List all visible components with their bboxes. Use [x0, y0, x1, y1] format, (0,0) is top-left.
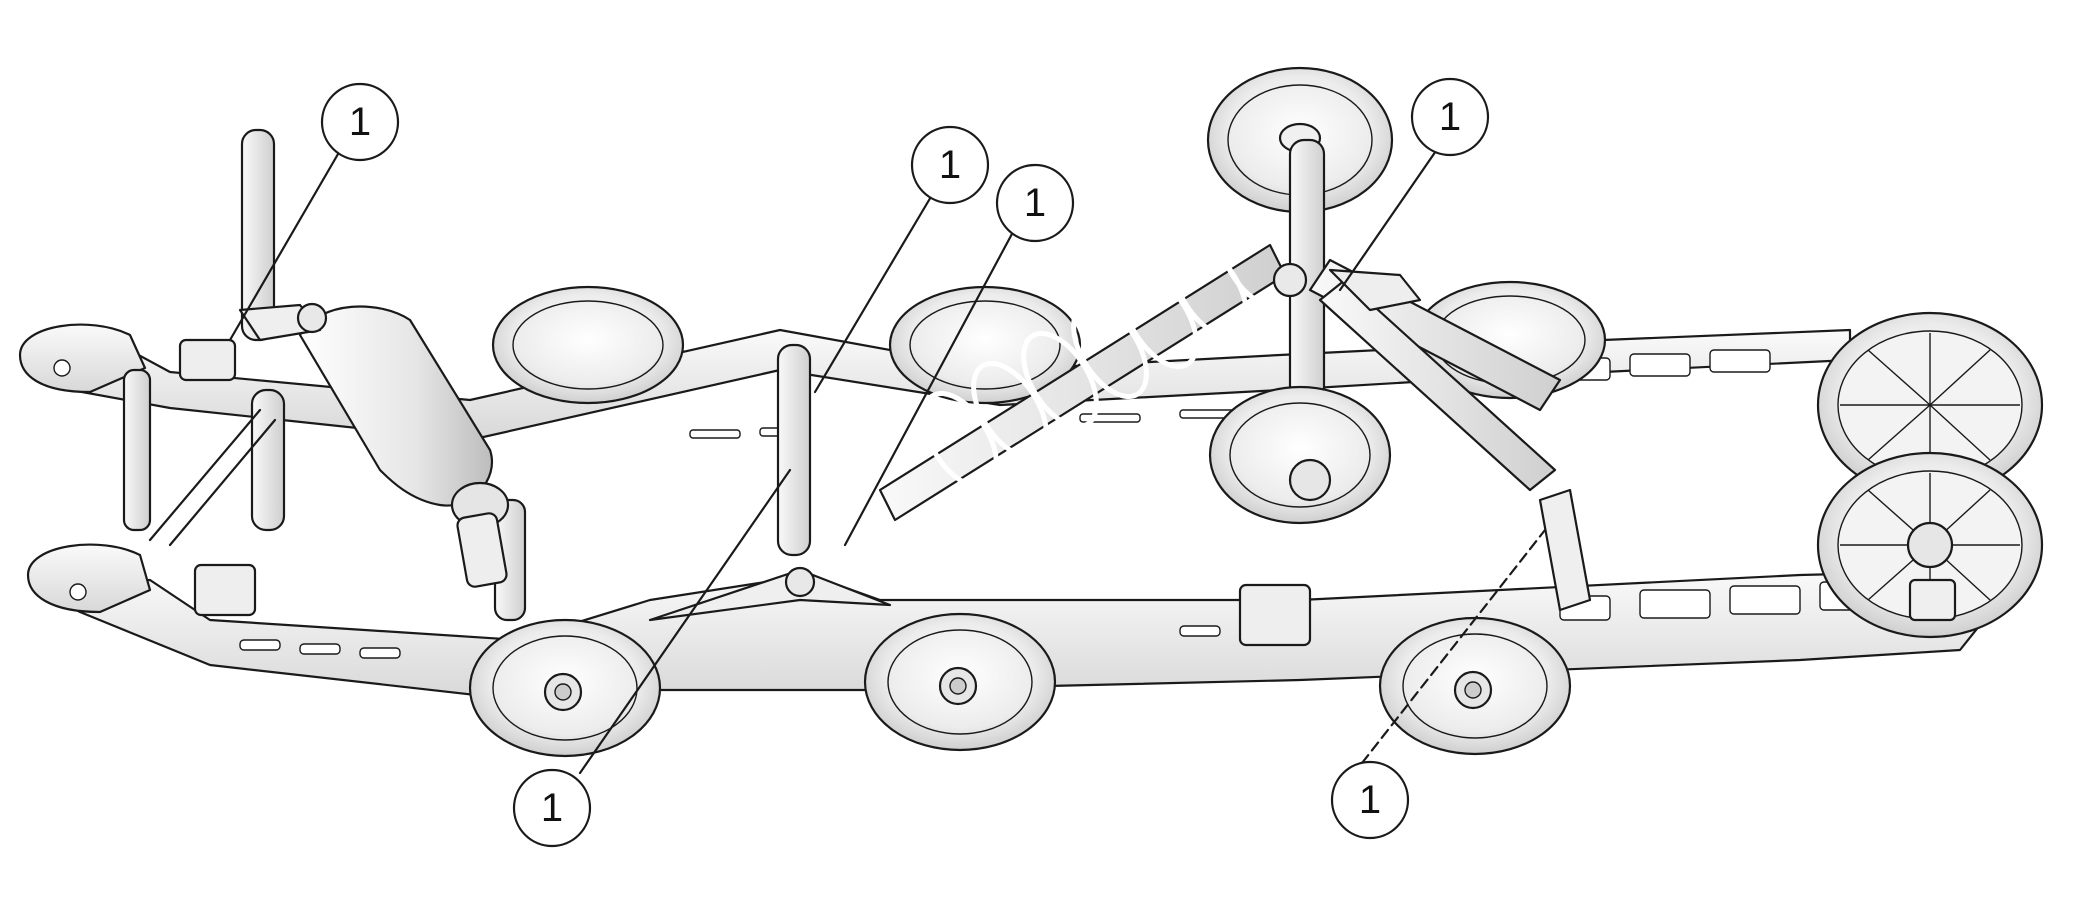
rear-spoked-wheel-near	[1816, 451, 2044, 639]
upper-arm	[1308, 258, 1562, 492]
callout: 1	[995, 163, 1075, 243]
callout: 1	[512, 768, 592, 848]
callout-label: 1	[1439, 95, 1461, 139]
callout-circle	[910, 125, 990, 205]
leader-line	[813, 188, 937, 394]
leader-line	[843, 230, 1015, 547]
callout-circle	[1330, 760, 1410, 840]
front-shock	[878, 216, 1308, 522]
far-idler-wheels	[491, 66, 1607, 405]
callout-label: 1	[1359, 778, 1381, 822]
rear-shock	[298, 305, 510, 588]
callout: 1	[1410, 77, 1490, 157]
callout-label: 1	[541, 786, 563, 830]
leader-line	[228, 140, 347, 342]
callout-label: 1	[939, 143, 961, 187]
leader-lines	[228, 140, 1547, 775]
callout-label: 1	[349, 100, 371, 144]
coil-spring-inner	[921, 216, 1292, 490]
center-idler-wheel	[1208, 385, 1392, 525]
callout-label: 1	[1024, 181, 1046, 225]
leader-line	[1360, 528, 1547, 765]
rear-wheels	[1816, 311, 2044, 639]
callout: 1	[1330, 760, 1410, 840]
callout-circle	[1410, 77, 1490, 157]
callout: 1	[320, 82, 400, 162]
callout-circle	[512, 768, 592, 848]
rear-spoked-wheel-far	[1816, 311, 2044, 499]
idler-wheel	[491, 285, 685, 405]
callout-circle	[320, 82, 400, 162]
idler-wheel	[468, 618, 662, 758]
leader-line	[578, 468, 792, 775]
leader-line	[1338, 146, 1440, 292]
callout: 1	[910, 125, 990, 205]
front-hardware	[148, 302, 328, 617]
idler-wheel	[863, 612, 1057, 752]
callout-circle	[995, 163, 1075, 243]
near-idler-wheels	[468, 385, 1572, 758]
idler-wheel	[1378, 616, 1572, 756]
